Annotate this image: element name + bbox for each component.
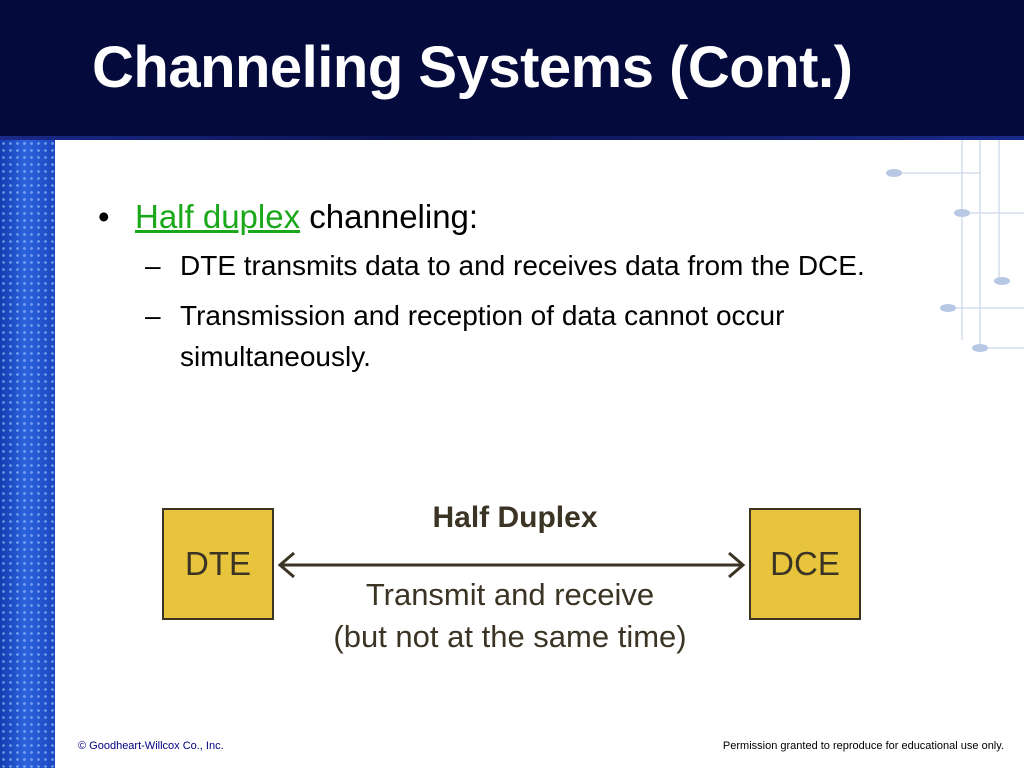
- sub-bullet-2: – Transmission and reception of data can…: [98, 295, 920, 377]
- diagram-title: Half Duplex: [432, 501, 598, 534]
- half-duplex-diagram: DTE Half Duplex DCE Transmit and receive…: [160, 495, 870, 665]
- dte-box: DTE: [162, 508, 274, 620]
- sub-bullet-1: – DTE transmits data to and receives dat…: [98, 245, 920, 286]
- half-duplex-link[interactable]: Half duplex: [135, 198, 301, 235]
- diagram-caption-line-1: Transmit and receive: [365, 577, 655, 612]
- sub-bullet-dash: –: [145, 250, 161, 281]
- permission-footer: Permission granted to reproduce for educ…: [722, 740, 1004, 752]
- decorative-dot-strip: [0, 140, 55, 768]
- sub-bullet-text: DTE transmits data to and receives data …: [180, 250, 865, 281]
- bullet-half-duplex: • Half duplex channeling:: [98, 195, 938, 239]
- circuit-decoration: [886, 140, 1024, 352]
- bullet-list: • Half duplex channeling: – DTE transmits…: [98, 195, 938, 377]
- double-arrow-icon: [277, 551, 746, 579]
- bullet-text: channeling:: [300, 198, 479, 235]
- sub-bullet-dash: –: [145, 300, 161, 331]
- bullet-marker: •: [98, 198, 110, 235]
- title-band: Channeling Systems (Cont.): [0, 0, 1024, 140]
- slide-title: Channeling Systems (Cont.): [92, 35, 853, 100]
- dce-box: DCE: [749, 508, 861, 620]
- copyright-footer: © Goodheart-Willcox Co., Inc.: [78, 740, 224, 752]
- sub-bullet-text: Transmission and reception of data canno…: [180, 300, 785, 372]
- diagram-caption-line-2: (but not at the same time): [333, 619, 687, 654]
